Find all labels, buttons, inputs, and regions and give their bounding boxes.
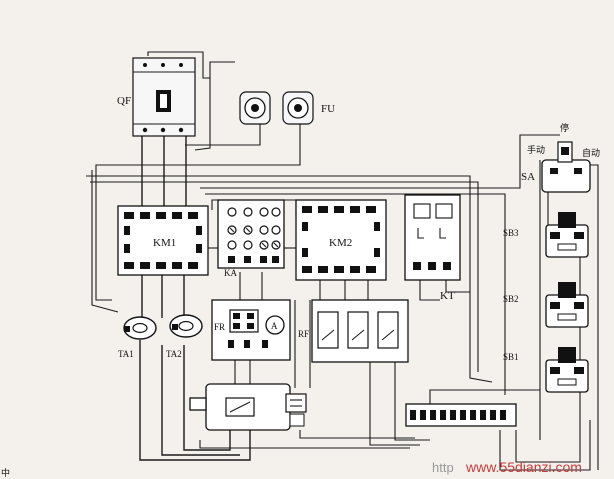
sb1-push-button xyxy=(545,347,589,393)
kt-timer xyxy=(404,194,461,281)
sa-label: SA xyxy=(521,171,535,183)
terminal-strip xyxy=(405,403,517,427)
fu-fuses xyxy=(239,91,314,125)
qf-label: QF xyxy=(117,95,131,107)
sb3-label: SB3 xyxy=(503,228,519,238)
watermark-site: www.55dianzi.com xyxy=(465,459,582,475)
qf-circuit-breaker xyxy=(132,57,196,137)
ka-label: KA xyxy=(224,268,237,278)
sb1-label: SB1 xyxy=(503,352,519,362)
ammeter-icon xyxy=(265,315,285,335)
fr-label: FR xyxy=(214,322,225,332)
wiring xyxy=(86,51,599,471)
watermark-prefix: http xyxy=(432,460,454,475)
fr-overload-relay: A xyxy=(211,299,291,361)
sa-stop-label: 停 xyxy=(560,122,569,134)
ammeter-symbol: A xyxy=(271,321,278,331)
motor xyxy=(189,383,307,431)
ta2-label: TA2 xyxy=(166,349,182,359)
kt-label: KT xyxy=(440,290,455,302)
fu-label: FU xyxy=(321,103,335,115)
sa-selector-switch xyxy=(541,141,591,193)
sb2-label: SB2 xyxy=(503,294,519,304)
left-edge-char: 中 xyxy=(1,467,10,479)
sa-manual-label: 手动 xyxy=(527,144,545,156)
rf-label: RF xyxy=(298,329,309,339)
ta1-label: TA1 xyxy=(118,349,134,359)
ta1-current-transformer xyxy=(123,316,157,340)
rf-thermal-relay xyxy=(311,299,409,363)
km2-contactor xyxy=(295,199,387,281)
km1-label: KM1 xyxy=(153,237,176,249)
km2-label: KM2 xyxy=(329,237,352,249)
sa-auto-label: 自动 xyxy=(582,147,600,159)
km1-contactor xyxy=(117,205,209,276)
ka-relay xyxy=(217,199,285,269)
sb2-push-button xyxy=(545,282,589,328)
sb3-push-button xyxy=(545,212,589,258)
ta2-current-transformer xyxy=(169,314,203,338)
